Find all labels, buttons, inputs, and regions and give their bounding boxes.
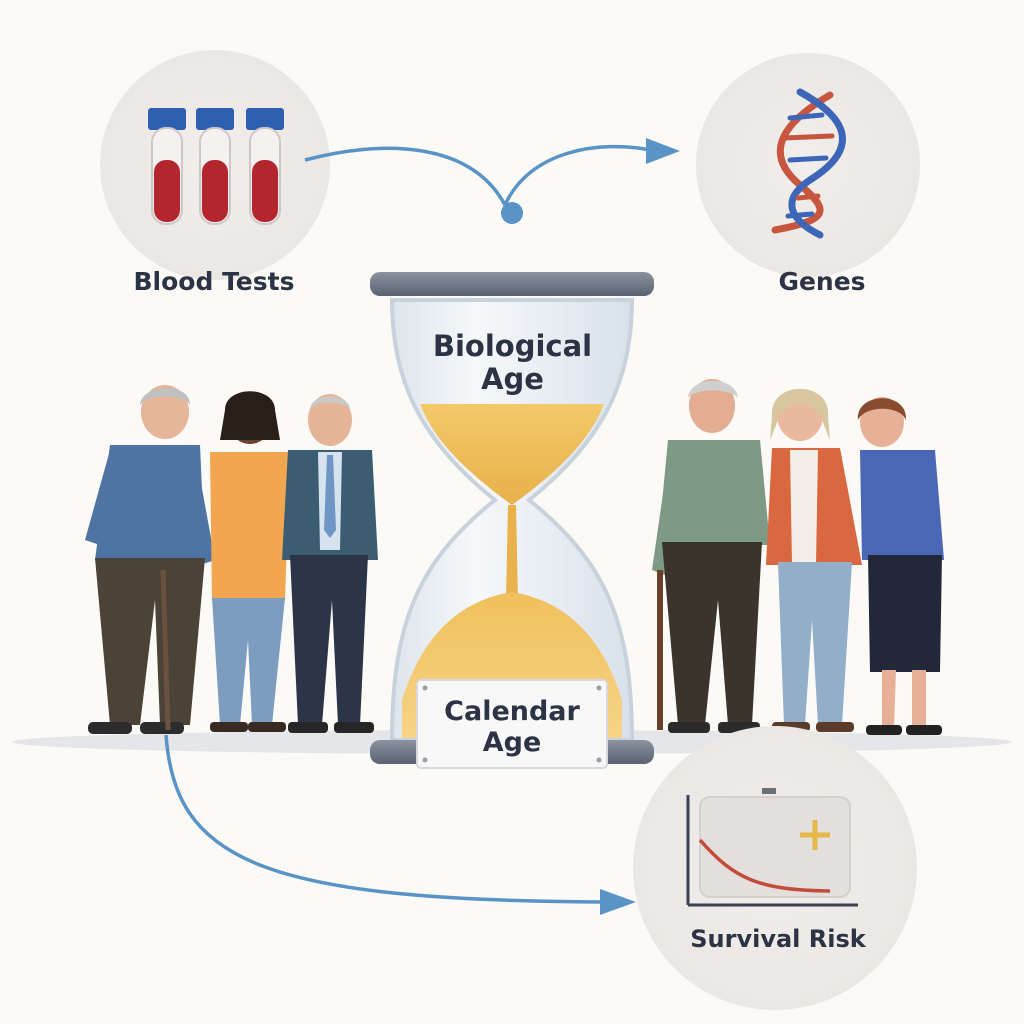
genes-circle — [696, 53, 920, 277]
survival-risk-node — [633, 726, 917, 1010]
hourglass-icon — [370, 272, 654, 769]
person-man-tie — [282, 394, 378, 733]
bottom-connector-arrow — [164, 734, 636, 915]
person-woman-orange — [210, 391, 290, 732]
sand-top — [420, 404, 604, 505]
biological-age-line2: Age — [481, 362, 544, 397]
biological-age-label: Biological Age — [400, 329, 625, 397]
calendar-age-line2: Age — [482, 727, 542, 759]
blood-tube-icon — [148, 108, 284, 225]
calendar-age-line1: Calendar — [444, 696, 580, 727]
survival-risk-label: Survival Risk — [690, 925, 866, 953]
blood-tests-node — [100, 50, 330, 280]
right-people-group — [652, 379, 944, 735]
survival-chart-icon — [686, 788, 858, 907]
left-people-group — [85, 385, 378, 734]
hourglass-top-bar — [370, 272, 654, 296]
biological-age-line1: Biological — [432, 329, 593, 363]
person-elder-man-green — [652, 379, 770, 733]
dna-icon — [771, 88, 846, 239]
sand-stream — [506, 505, 518, 600]
person-woman-blue — [857, 397, 944, 735]
genes-node — [696, 53, 920, 277]
top-connector-arrow — [304, 138, 680, 224]
person-woman-blonde — [766, 388, 862, 732]
calendar-age-label: Calendar Age — [417, 696, 607, 758]
calendar-age-plaque — [416, 679, 608, 769]
blood-tests-label: Blood Tests — [133, 267, 295, 296]
cane-icon — [160, 569, 171, 731]
person-elder-man-cane — [85, 385, 215, 734]
genes-label: Genes — [778, 267, 866, 296]
